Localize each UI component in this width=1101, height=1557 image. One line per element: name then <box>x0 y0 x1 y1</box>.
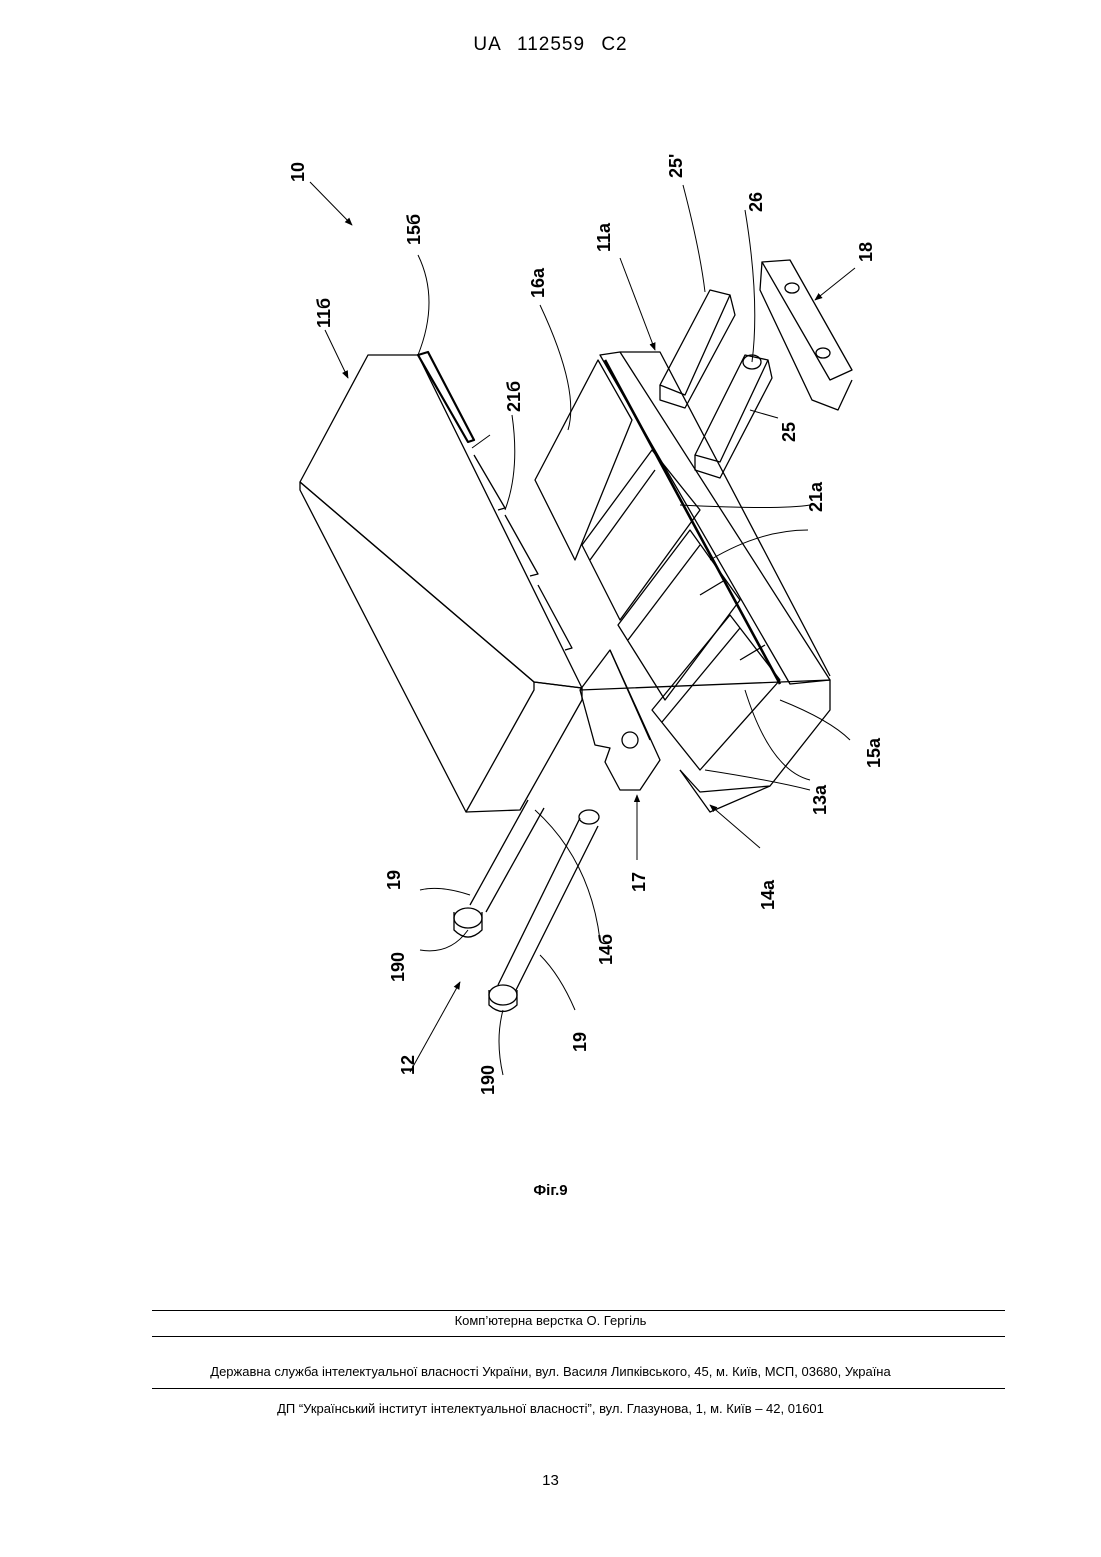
label-15a: 15а <box>864 737 884 768</box>
bar-25 <box>695 355 772 478</box>
label-11b: 11б <box>314 298 334 328</box>
label-190-upper: 190 <box>388 952 408 982</box>
layout-credit: Комп’ютерна верстка О. Гергіль <box>0 1313 1101 1328</box>
leader-lines <box>310 182 855 1075</box>
footer-rule-top <box>152 1310 1005 1311</box>
label-11a: 11а <box>594 222 614 252</box>
page-number: 13 <box>0 1472 1101 1489</box>
label-12: 12 <box>398 1055 418 1075</box>
label-14a: 14а <box>758 879 778 910</box>
label-10: 10 <box>288 162 308 182</box>
footer-rule-bottom <box>152 1388 1005 1389</box>
label-18: 18 <box>856 242 876 262</box>
label-19-lower: 19 <box>570 1032 590 1052</box>
label-21a: 21а <box>806 481 826 512</box>
label-190-lower: 190 <box>478 1065 498 1095</box>
label-13a: 13а <box>810 784 830 815</box>
block-11b <box>300 352 582 812</box>
bar-25-prime <box>660 290 735 408</box>
label-15b: 15б <box>404 214 424 245</box>
label-21b: 21б <box>504 381 524 412</box>
label-25: 25 <box>779 422 799 442</box>
central-carriage <box>535 352 830 812</box>
agency-address: Державна служба інтелектуальної власност… <box>0 1364 1101 1379</box>
pin-19-upper <box>454 800 544 937</box>
label-14b: 14б <box>596 934 616 965</box>
label-16a: 16а <box>528 267 548 298</box>
bar-18 <box>760 260 852 410</box>
label-25-prime: 25' <box>666 154 686 178</box>
label-17: 17 <box>629 872 649 892</box>
label-26: 26 <box>746 192 766 212</box>
label-19-upper: 19 <box>384 870 404 890</box>
figure-caption: Фіг.9 <box>0 1182 1101 1199</box>
institute-address: ДП “Український інститут інтелектуальної… <box>0 1401 1101 1416</box>
footer-rule-middle <box>152 1336 1005 1337</box>
